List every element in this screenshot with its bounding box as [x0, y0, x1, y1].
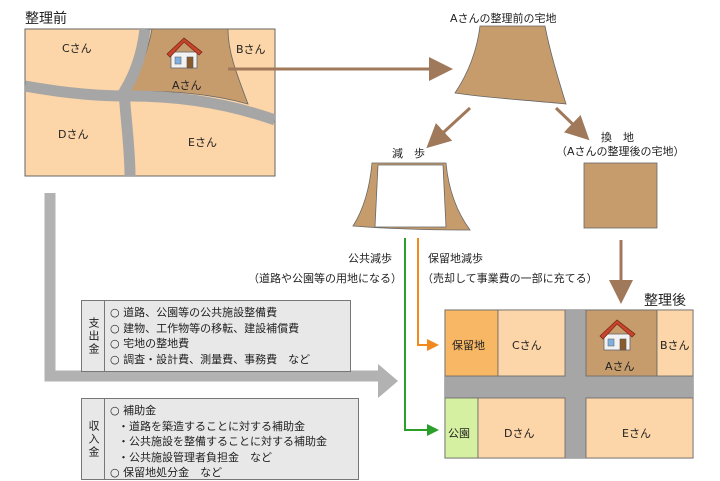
lot-label-park: 公園: [448, 427, 470, 440]
a-land-before-label: Aさんの整理前の宅地: [450, 12, 557, 25]
lot-label-reserve: 保留地: [452, 339, 485, 352]
lot-label-c-before: Cさん: [62, 42, 92, 55]
lot-b-after: [656, 309, 694, 377]
arrow-gray-head: [378, 364, 398, 398]
arrow-reserve-reduction: [417, 238, 439, 351]
arrow-public-reduction: [404, 238, 439, 436]
reserve-reduction-label: 保留地減歩: [428, 252, 483, 265]
arrow-to-reduction: [426, 106, 472, 149]
lot-label-d-before: Dさん: [58, 128, 89, 141]
a-land-before-shape: [454, 25, 567, 105]
income-item: ○ 補助金: [110, 404, 157, 417]
lot-label-b-after: Bさん: [660, 339, 690, 352]
park-lot: [444, 397, 479, 459]
reserve-reduction-note: （売却して事業費の一部に充てる）: [422, 272, 598, 285]
after-map: [444, 309, 694, 459]
expenditure-label-cell: 支出金: [82, 301, 105, 371]
lot-c-after: [497, 309, 566, 377]
reduction-label: 減 歩: [392, 147, 425, 160]
income-box: 収入金 ○ 補助金 ・道路を築造することに対する補助金 ・公共施設を整備すること…: [81, 398, 359, 480]
lot-label-a-after: Aさん: [605, 360, 635, 373]
replot-label: 換 地: [601, 131, 634, 144]
lot-label-c-after: Cさん: [512, 339, 542, 352]
income-item: ・公共施設を整備することに対する補助金: [118, 435, 327, 448]
before-map: [24, 28, 276, 177]
expenditure-box: 支出金 ○ 道路、公園等の公共施設整備費 ○ 建物、工作物等の移転、建設補償費 …: [81, 300, 351, 372]
reduction-inner: [374, 164, 447, 228]
expenditure-item: ○ 道路、公園等の公共施設整備費: [110, 306, 278, 319]
lot-label-d-after: Dさん: [504, 427, 535, 440]
road-horizontal-after: [445, 376, 693, 398]
lot-label-b-before: Bさん: [236, 43, 266, 56]
lot-label-e-after: Eさん: [622, 427, 651, 440]
expenditure-item: ○ 宅地の整地費: [110, 337, 190, 350]
before-title: 整理前: [25, 11, 67, 27]
replot-sublabel: （Aさんの整理後の宅地）: [556, 145, 685, 158]
after-title: 整理後: [644, 293, 686, 309]
expenditure-item: ○ 調査・設計費、測量費、事務費 など: [110, 352, 311, 366]
lot-label-a-before: Aさん: [172, 79, 202, 92]
reserve-lot: [444, 309, 499, 377]
arrow-gray-before-to-after: [44, 193, 382, 382]
lot-e-after: [585, 397, 694, 459]
replot-shape: [583, 162, 658, 229]
arrow-to-replot: [554, 106, 590, 141]
lot-label-e-before: Eさん: [188, 136, 217, 149]
road-horizontal-before: [25, 80, 275, 126]
expenditure-item: ○ 建物、工作物等の移転、建設補償費: [110, 321, 300, 335]
lot-d-after: [477, 397, 566, 459]
income-item: ・公共施設管理者負担金 など: [118, 450, 272, 464]
income-item: ○ 保留地処分金 など: [110, 466, 223, 479]
expenditure-list: ○ 道路、公園等の公共施設整備費 ○ 建物、工作物等の移転、建設補償費 ○ 宅地…: [110, 305, 310, 367]
income-item: ・道路を築造することに対する補助金: [118, 419, 305, 433]
expenditure-label: 支出金: [87, 316, 100, 356]
income-label-cell: 収入金: [82, 399, 105, 479]
public-reduction-note: （道路や公園等の用地になる）: [248, 272, 402, 285]
public-reduction-label: 公共減歩: [348, 252, 392, 265]
income-label: 収入金: [87, 419, 100, 459]
income-list: ○ 補助金 ・道路を築造することに対する補助金 ・公共施設を整備することに対する…: [110, 403, 327, 481]
